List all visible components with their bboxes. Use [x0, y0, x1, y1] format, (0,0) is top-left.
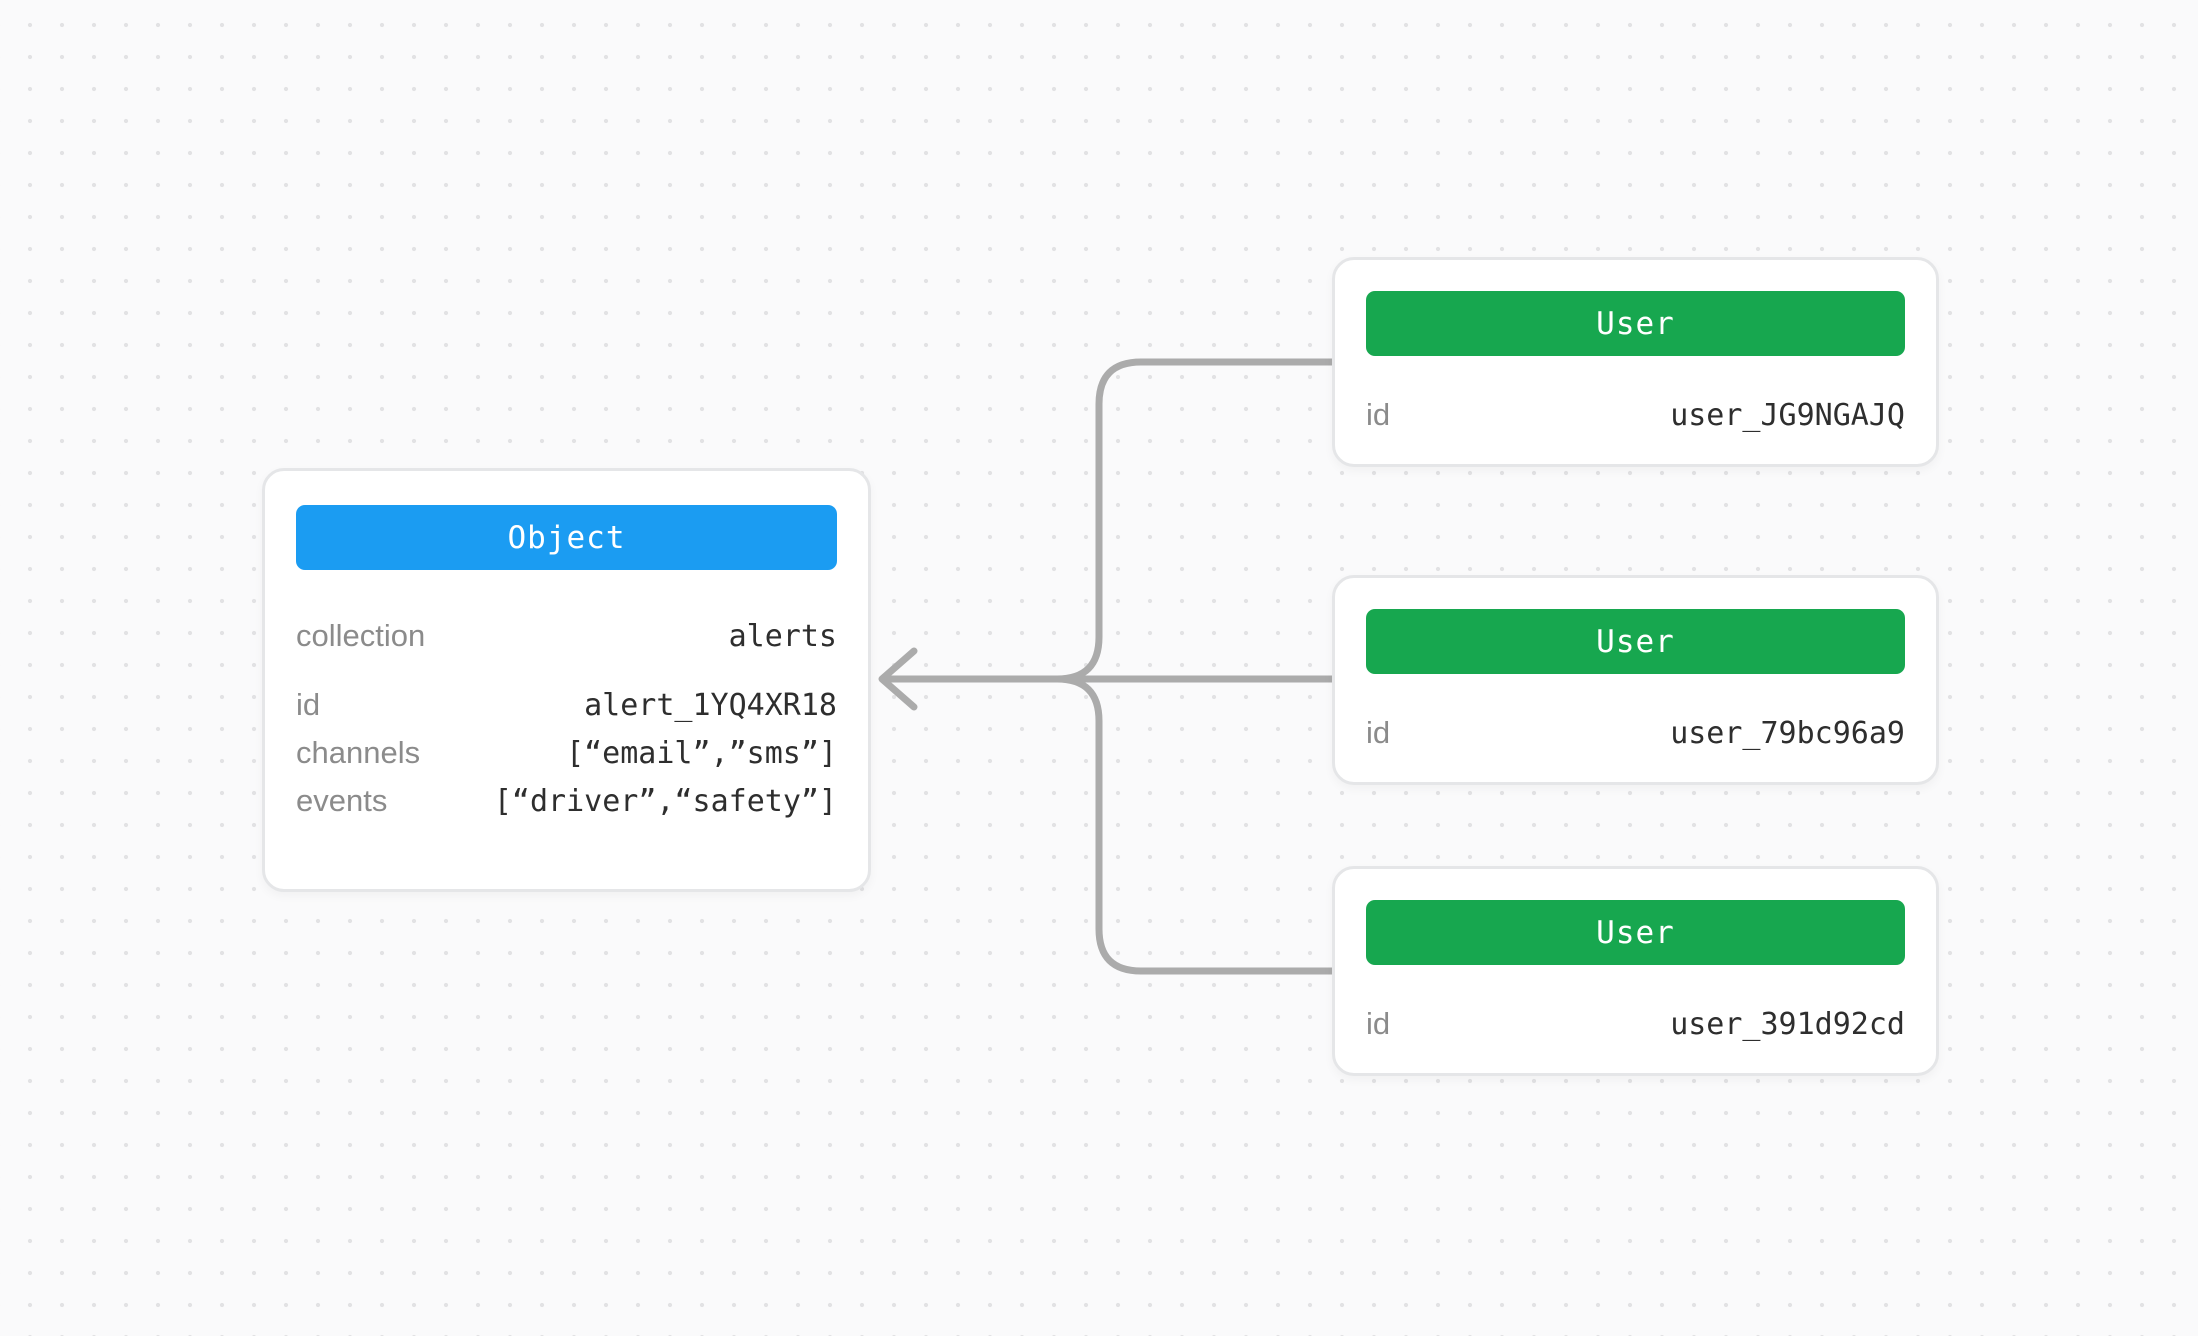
user-node-card-2[interactable]: User id user_79bc96a9 — [1332, 575, 1939, 785]
field-label: channels — [296, 735, 421, 770]
field-value: user_79bc96a9 — [1670, 715, 1905, 751]
field-label: id — [1366, 397, 1391, 432]
field-label: collection — [296, 618, 426, 653]
object-node-title: Object — [507, 519, 626, 556]
field-row-channels: channels [“email”,”sms”] — [296, 729, 837, 777]
field-value: [“driver”,“safety”] — [493, 783, 837, 819]
field-row-id: id alert_1YQ4XR18 — [296, 681, 837, 729]
user-node-header: User — [1366, 291, 1905, 356]
field-label: id — [296, 687, 321, 722]
edge-user1-to-object[interactable] — [1053, 358, 1336, 683]
arrowhead-icon — [878, 647, 918, 711]
user-node-title: User — [1596, 914, 1675, 951]
field-row-events: events [“driver”,“safety”] — [296, 777, 837, 825]
edge-user3-to-object[interactable] — [1053, 675, 1336, 975]
field-row-collection: collection alerts — [296, 612, 837, 660]
user-node-title: User — [1596, 305, 1675, 342]
field-row-id: id user_79bc96a9 — [1366, 709, 1905, 757]
field-value: alert_1YQ4XR18 — [584, 687, 837, 723]
field-value: user_JG9NGAJQ — [1670, 397, 1905, 433]
user-node-header: User — [1366, 609, 1905, 674]
field-row-id: id user_JG9NGAJQ — [1366, 391, 1905, 439]
user-node-title: User — [1596, 623, 1675, 660]
field-row-id: id user_391d92cd — [1366, 1000, 1905, 1048]
user-node-card-3[interactable]: User id user_391d92cd — [1332, 866, 1939, 1076]
user-node-card-1[interactable]: User id user_JG9NGAJQ — [1332, 257, 1939, 467]
field-value: alerts — [728, 618, 837, 654]
object-node-header: Object — [296, 505, 837, 570]
field-value: [“email”,”sms”] — [566, 735, 837, 771]
field-label: events — [296, 783, 388, 818]
field-value: user_391d92cd — [1670, 1006, 1905, 1042]
field-label: id — [1366, 1006, 1391, 1041]
field-label: id — [1366, 715, 1391, 750]
user-node-header: User — [1366, 900, 1905, 965]
object-node-card[interactable]: Object collection alerts id alert_1YQ4XR… — [262, 468, 871, 892]
